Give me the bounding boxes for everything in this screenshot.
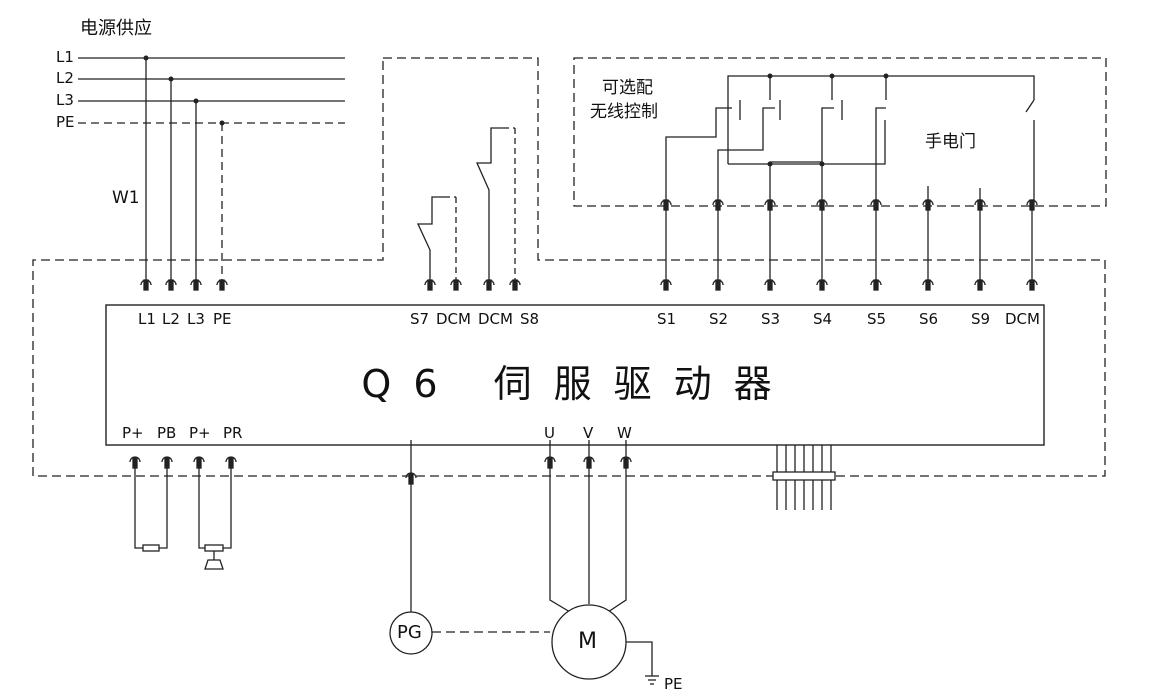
wireless-box (573, 57, 1107, 207)
power-lines (78, 57, 345, 124)
cable-label: W1 (112, 188, 140, 208)
door-switch-s8 (475, 127, 516, 280)
pg-encoder (389, 611, 433, 655)
input-term-s6: S6 (919, 310, 939, 328)
door-term-dcm-1: DCM (436, 310, 471, 328)
drive-title: Q6 伺服驱动器 (361, 362, 794, 406)
power-supply-title: 电源供应 (80, 18, 152, 39)
brake-resistor (142, 544, 160, 552)
input-term-s1: S1 (657, 310, 677, 328)
wireless-title-line1: 可选配 (602, 78, 653, 98)
power-term-pe: PE (213, 310, 232, 328)
top-connectors (140, 279, 1038, 291)
input-term-s9: S9 (971, 310, 991, 328)
door-term-s8: S8 (520, 310, 540, 328)
line-label-l2: L2 (56, 69, 74, 87)
ground-label: PE (664, 675, 683, 693)
input-term-s4: S4 (813, 310, 833, 328)
power-term-l2: L2 (162, 310, 180, 328)
drive-box (105, 304, 1045, 446)
input-wires (665, 200, 1033, 280)
line-label-l1: L1 (56, 48, 74, 66)
door-term-s7: S7 (410, 310, 430, 328)
input-term-s2: S2 (709, 310, 729, 328)
power-term-l3: L3 (187, 310, 205, 328)
wireless-connectors (660, 199, 1038, 211)
wireless-title-line2: 无线控制 (590, 102, 658, 122)
hand-door-label: 手电门 (925, 132, 976, 152)
brake-term-pb: PB (157, 424, 177, 442)
input-term-s3: S3 (761, 310, 781, 328)
motor-term-u: U (544, 424, 555, 442)
brake-term-pr: PR (223, 424, 243, 442)
bottom-connectors (129, 456, 632, 485)
wire-bundle (772, 445, 836, 510)
pg-label: PG (397, 622, 422, 643)
motor-term-v: V (583, 424, 594, 442)
door-switch-s7 (416, 196, 457, 280)
line-label-pe: PE (56, 113, 75, 131)
door-term-dcm-2: DCM (478, 310, 513, 328)
wireless-wiring (665, 75, 1035, 200)
input-term-s5: S5 (867, 310, 887, 328)
enclosure-outline (32, 57, 1106, 477)
motor-term-w: W (617, 424, 632, 442)
brake-term-p2: P+ (189, 424, 211, 442)
power-term-l1: L1 (138, 310, 156, 328)
line-label-l3: L3 (56, 91, 74, 109)
brake-resistor-wire (134, 468, 168, 549)
brake-term-p1: P+ (122, 424, 144, 442)
input-term-dcm: DCM (1005, 310, 1040, 328)
motor-label: M (578, 629, 597, 654)
